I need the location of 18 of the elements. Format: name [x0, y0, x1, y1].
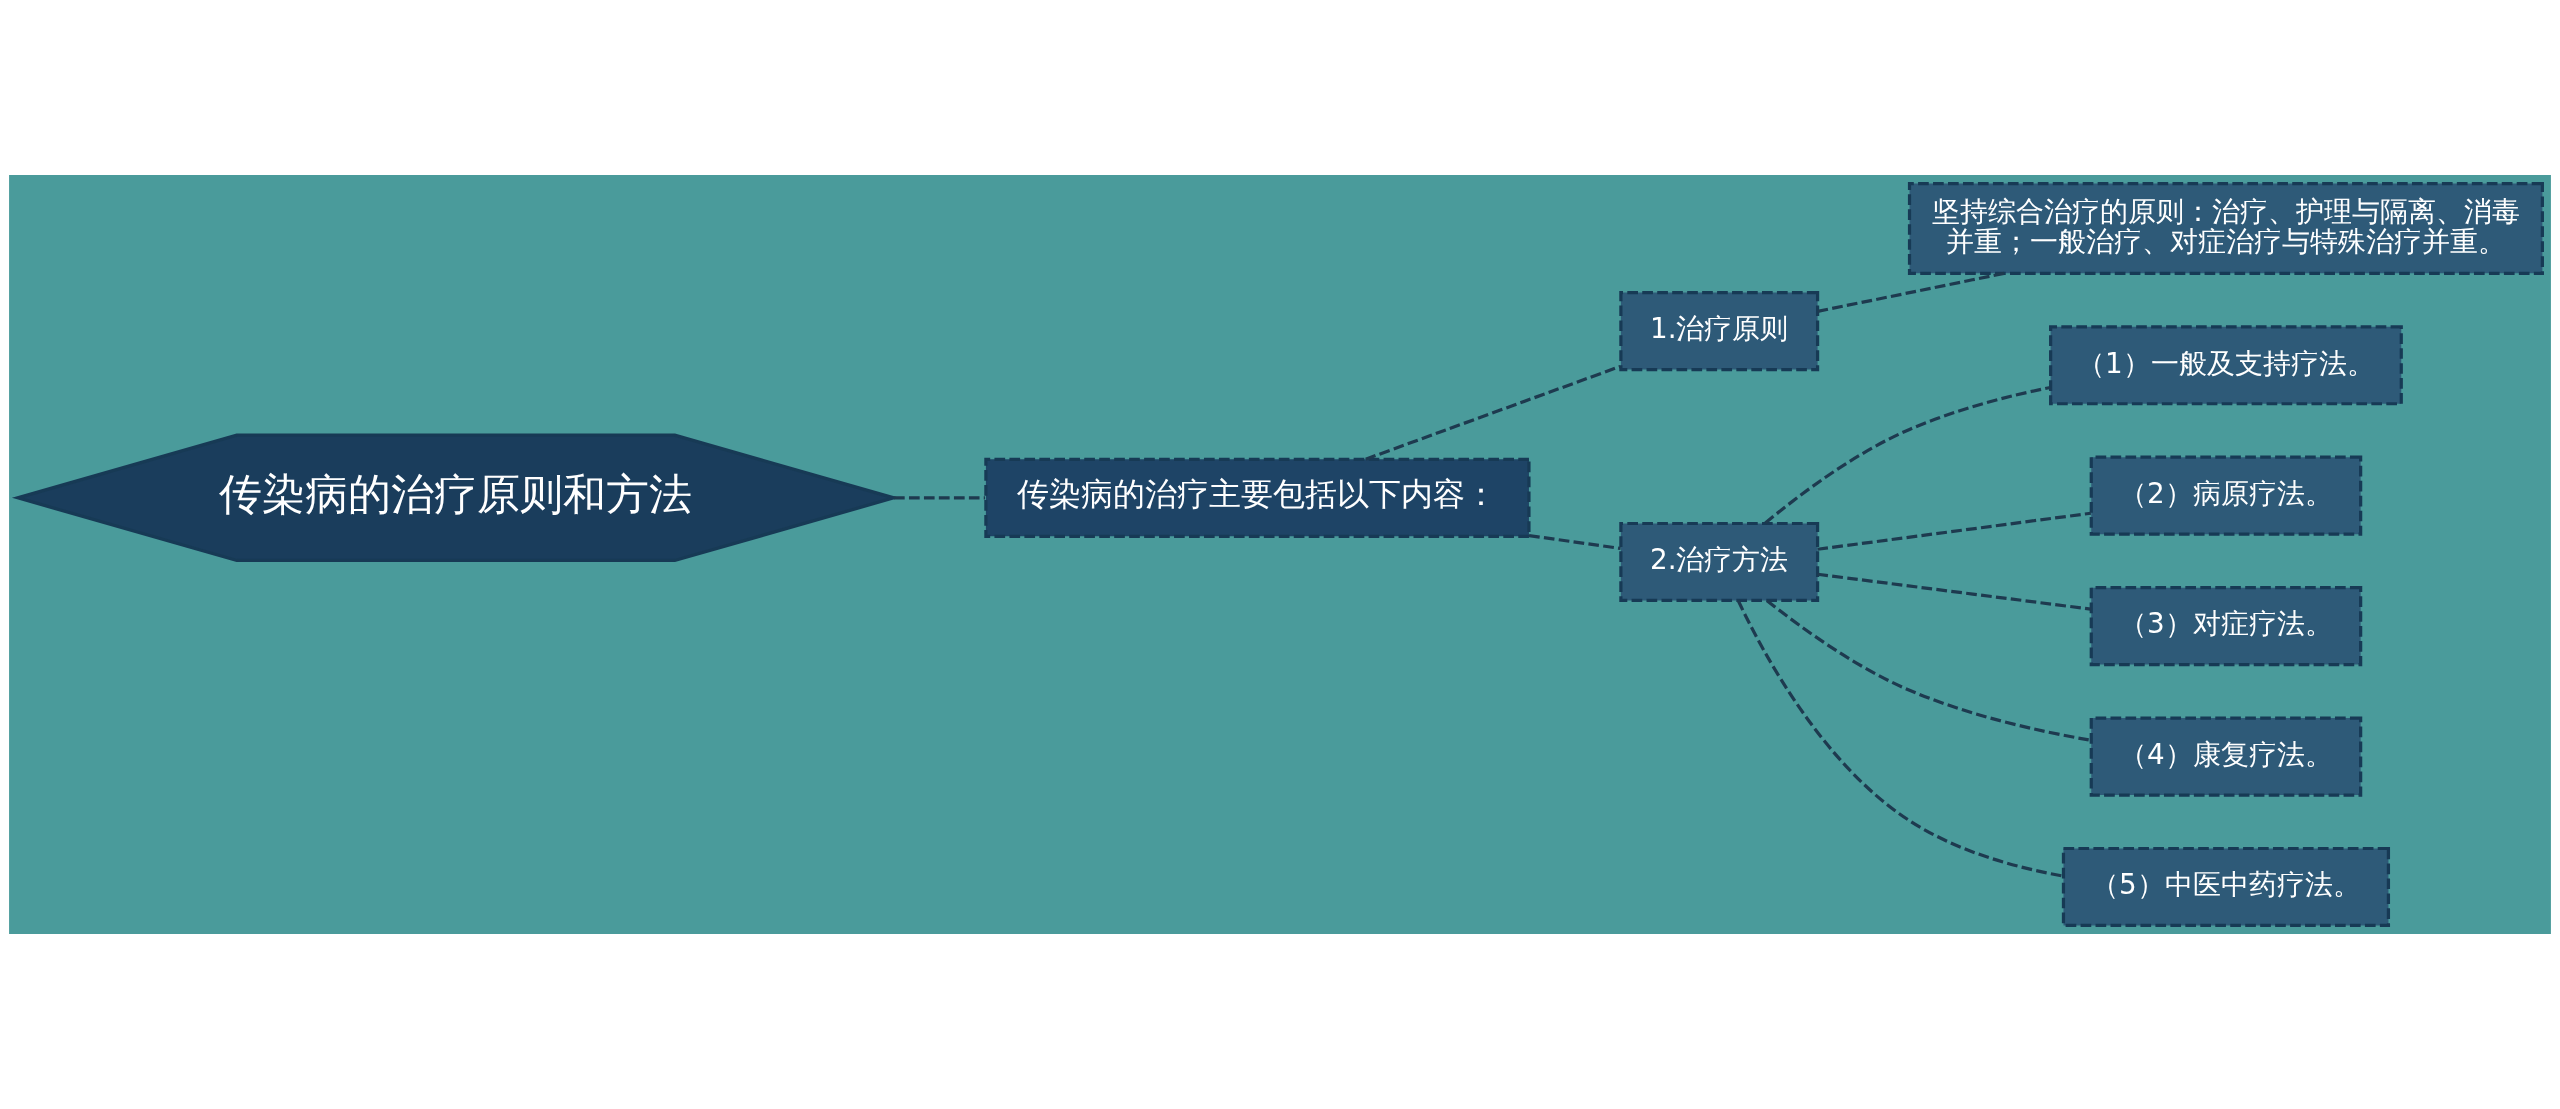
node-box: （1）一般及支持疗法。 — [2049, 325, 2403, 406]
connector — [1817, 511, 2092, 551]
connector — [1528, 534, 1621, 551]
connector — [1766, 599, 2092, 742]
connector — [1817, 572, 2092, 611]
node-box: （4）康复疗法。 — [2089, 716, 2363, 797]
node-box: （2）病原疗法。 — [2089, 455, 2363, 536]
connector — [1817, 271, 2005, 313]
node-box: 2.治疗方法 — [1619, 521, 1820, 603]
connector — [1736, 599, 2064, 878]
node-box: 传染病的治疗主要包括以下内容： — [984, 457, 1531, 538]
connector — [1764, 385, 2051, 525]
node-box: 坚持综合治疗的原则：治疗、护理与隔离、消毒并重；一般治疗、对症治疗与特殊治疗并重。 — [1907, 181, 2544, 275]
connector — [893, 496, 985, 500]
node-box: 1.治疗原则 — [1619, 291, 1820, 372]
node-box: （3）对症疗法。 — [2089, 586, 2363, 667]
connector — [1365, 364, 1621, 461]
node-box: （5）中医中药疗法。 — [2061, 846, 2391, 928]
